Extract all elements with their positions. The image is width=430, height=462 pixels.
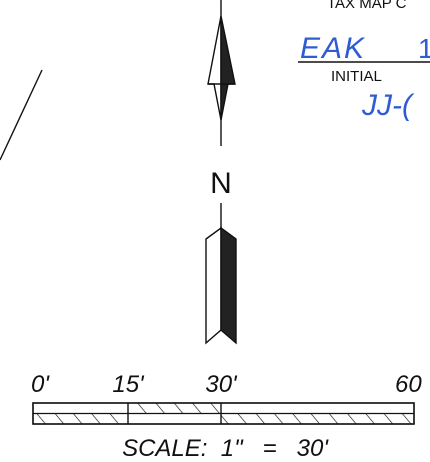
tax-map-text: TAX MAP C — [327, 0, 407, 12]
handwritten-second: JJ-( — [361, 89, 415, 122]
diagonal-line — [0, 69, 43, 161]
north-arrowhead-right — [220, 15, 236, 121]
handwritten-initials: EAK — [300, 32, 366, 65]
scale-bar — [32, 402, 415, 425]
scale-tick-30: 30' — [205, 371, 238, 398]
north-label: N — [210, 167, 232, 200]
scale-segment-15-30 — [128, 403, 221, 414]
north-arrow: N — [205, 0, 237, 345]
north-arrowhead-left — [207, 15, 222, 121]
handwritten-partial: 1 — [418, 33, 430, 64]
scale-text: SCALE: 1" = 30' — [122, 435, 329, 462]
initial-label: INITIAL — [331, 68, 382, 85]
north-tail-left — [205, 226, 222, 345]
scale-tick-15: 15' — [112, 371, 145, 398]
scale-tick-0: 0' — [31, 371, 50, 398]
scale-tick-60: 60 — [395, 371, 422, 398]
scale-segment-30-60 — [221, 413, 414, 424]
north-tail-right — [220, 226, 237, 345]
scale-segment-0-15 — [33, 413, 128, 424]
